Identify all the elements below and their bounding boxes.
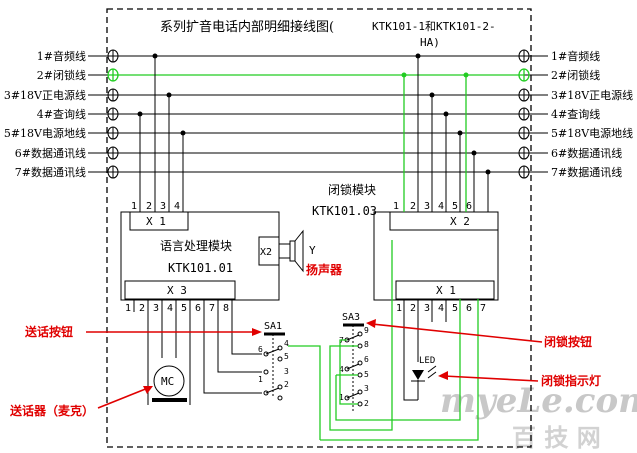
lock-module-name: 闭锁模块 [328, 182, 376, 197]
sa3-pin-3: 3 [364, 384, 369, 393]
diagram-title-model: KTK101-1和KTK101-2- [372, 20, 496, 33]
right-x1-pin-2: 2 [410, 303, 416, 314]
left-x1-label: X 1 [146, 215, 166, 228]
sa1-pin-4: 4 [284, 339, 289, 348]
led-icon [411, 365, 437, 400]
wire-label-right-4: 4#查询线 [551, 107, 600, 121]
annotation-lock-button: 闭锁按钮 [544, 334, 592, 349]
right-x2-connector [389, 211, 499, 231]
voice-module-box [120, 211, 280, 301]
right-x2-pin-3: 3 [424, 201, 430, 212]
left-x1-pin-1: 1 [131, 201, 137, 212]
led-label: LED [419, 356, 435, 366]
terminals-left [107, 49, 119, 179]
diagram-title-end: HA) [420, 36, 440, 49]
wire-label-left-7: 7#数据通讯线 [15, 165, 86, 179]
mic-label: MC [161, 375, 174, 388]
sa3-label: SA3 [342, 312, 360, 323]
wire-label-left-6: 6#数据通讯线 [15, 146, 86, 160]
sa1-pin-3: 3 [284, 367, 289, 376]
watermark-site: myeLe.com [440, 381, 637, 421]
right-x2-label: X 2 [450, 215, 470, 228]
microphone-icon [152, 365, 187, 402]
left-x3-label: X 3 [167, 284, 187, 297]
left-x3-pin-6: 6 [195, 303, 201, 314]
sa3-pin-5: 5 [364, 370, 369, 379]
sa3-switch [343, 323, 364, 412]
wire-label-left-4: 4#查询线 [37, 107, 86, 121]
wire-label-right-1: 1#音频线 [551, 49, 600, 63]
right-x2-pin-2: 2 [410, 201, 416, 212]
wire-label-right-3: 3#18V正电源线 [551, 88, 633, 102]
right-x1-pin-1: 1 [396, 303, 402, 314]
wire-label-left-3: 3#18V正电源线 [4, 88, 86, 102]
sa1-label: SA1 [264, 321, 282, 332]
sa1-pin-5: 5 [284, 352, 289, 361]
speaker-y-label: Y [309, 244, 316, 257]
annotation-talk-button: 送话按钮 [24, 324, 73, 339]
right-x1-pin-7: 7 [480, 303, 486, 314]
wire-label-left-1: 1#音频线 [37, 49, 86, 63]
right-x1-pin-4: 4 [438, 303, 444, 314]
wire-label-left-2: 2#闭锁线 [37, 68, 86, 82]
sa1-switch [263, 332, 285, 401]
diagram-title: 系列扩音电话内部明细接线图( [160, 19, 334, 35]
voice-module-model: KTK101.01 [168, 261, 233, 275]
right-x1-wiring [403, 299, 447, 401]
right-x1-connector [395, 280, 495, 300]
sa3-pin-6: 6 [364, 355, 369, 364]
watermark-chinese: 百 技 网 [512, 423, 601, 452]
right-x1-pin-5: 5 [452, 303, 458, 314]
left-x1-pin-2: 2 [146, 201, 152, 212]
right-x2-pin-4: 4 [438, 201, 444, 212]
bus-wires [88, 55, 548, 173]
right-x2-pin-5: 5 [452, 201, 458, 212]
left-x3-pin-4: 4 [167, 303, 173, 314]
left-x1-drops [137, 53, 186, 212]
voice-module-name: 语言处理模块 [160, 239, 232, 253]
wire-label-right-6: 6#数据通讯线 [551, 146, 622, 160]
annotation-lock-led: 闭锁指示灯 [541, 373, 601, 388]
right-x2-pin-6: 6 [466, 201, 472, 212]
sa1-pin-6: 6 [258, 345, 263, 354]
right-x1-pin-3: 3 [424, 303, 430, 314]
speaker-annotation: 扬声器 [306, 262, 343, 277]
left-x3-connector [124, 280, 236, 300]
sa1-pin-2: 2 [284, 380, 289, 389]
left-x2-label: X2 [260, 247, 272, 258]
sa1-pin-1: 1 [258, 375, 263, 384]
speaker-icon [289, 229, 304, 273]
left-x3-pin-3: 3 [153, 303, 159, 314]
left-x3-pin-1: 1 [125, 303, 131, 314]
wire-label-right-5: 5#18V电源地线 [551, 126, 633, 140]
wire-label-left-5: 5#18V电源地线 [4, 126, 86, 140]
sa3-pin-9: 9 [364, 326, 369, 335]
right-x1-label: X 1 [436, 284, 456, 297]
enclosure-border [106, 8, 532, 448]
sa3-pin-2: 2 [364, 399, 369, 408]
left-x3-pin-5: 5 [181, 303, 187, 314]
annotation-mic: 送话器（麦克） [9, 403, 94, 418]
lock-module-model: KTK101.03 [312, 204, 377, 218]
wire-label-right-7: 7#数据通讯线 [551, 165, 622, 179]
wire-label-right-2: 2#闭锁线 [551, 68, 600, 82]
left-x3-pin-2: 2 [139, 303, 145, 314]
left-x3-pin-7: 7 [209, 303, 215, 314]
left-x2-connector [258, 236, 280, 266]
left-x3-wiring [133, 299, 262, 405]
right-x1-pin-6: 6 [466, 303, 472, 314]
sa3-pin-4: 4 [339, 365, 344, 374]
left-x3-pin-8: 8 [223, 303, 229, 314]
right-x2-pin-1: 1 [393, 201, 399, 212]
sa3-pin-1: 1 [339, 393, 344, 402]
left-x1-pin-3: 3 [160, 201, 166, 212]
right-x2-drops [415, 53, 491, 212]
left-x1-pin-4: 4 [174, 201, 180, 212]
sa3-pin-8: 8 [364, 340, 369, 349]
green-lock-wiring [288, 72, 479, 441]
terminals-right [518, 49, 530, 179]
